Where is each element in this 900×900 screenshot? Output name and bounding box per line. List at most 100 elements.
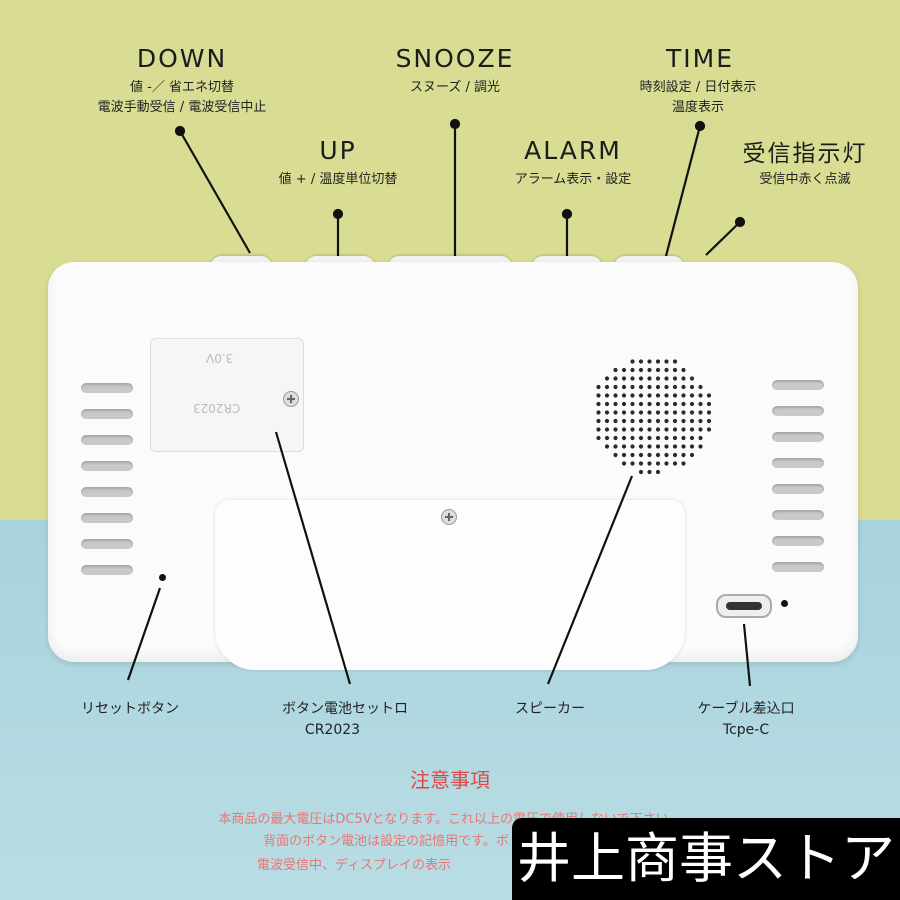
speaker-hole [681,376,686,381]
speaker-hole [647,376,652,381]
speaker-hole [621,376,627,381]
speaker-hole [621,401,627,407]
vent-slot [81,409,133,419]
speaker-hole [706,410,712,415]
battery-leader [274,431,352,685]
snooze-leader-dot [449,118,461,130]
speaker-hole [630,376,635,381]
speaker-hole [613,427,618,432]
speaker-hole [689,444,695,449]
down-desc-1: 値 -／ 省エネ切替 [130,80,234,95]
time-desc-2: 温度表示 [671,100,724,115]
speaker-hole [596,418,601,424]
speaker-hole [621,393,627,398]
speaker-hole [698,435,703,441]
speaker-hole [689,393,695,398]
speaker-hole [672,427,678,432]
speaker-hole [621,410,627,415]
speaker-hole [630,359,635,364]
reset-leader [126,587,162,681]
speaker-hole [647,384,652,390]
speaker-hole [672,376,678,381]
speaker-hole [621,461,627,466]
vent-slot [772,484,824,494]
speaker-hole [647,418,652,424]
speaker-hole [647,461,652,466]
speaker-hole [655,359,661,364]
store-banner: 井上商事ストア [512,818,900,900]
speaker-hole [689,435,695,441]
time-title: TIME [665,44,734,73]
speaker-hole [664,427,669,432]
kickstand [215,500,685,670]
speaker-hole [613,367,618,373]
speaker-hole [647,444,652,449]
speaker-hole [630,461,635,466]
speaker-hole [681,435,686,441]
speaker-hole [604,410,610,415]
speaker-hole [664,367,669,373]
speaker-hole [655,367,661,373]
speaker-hole [681,401,686,407]
speaker-hole [638,461,644,466]
receive-leader-dot [734,216,746,228]
speaker-hole [681,418,686,424]
speaker-hole [647,393,652,398]
speaker-hole [681,427,686,432]
speaker-hole [638,393,644,398]
speaker-hole [621,444,627,449]
speaker-hole [604,376,610,381]
time-leader-dot [694,120,706,132]
speaker-hole [689,401,695,407]
up-desc: 値 + / 温度単位切替 [278,172,398,187]
speaker-hole [698,444,703,449]
speaker-hole [638,418,644,424]
speaker-hole [630,427,635,432]
speaker-hole [647,427,652,432]
speaker-hole [630,367,635,373]
speaker-hole [698,393,703,398]
vent-slot [81,461,133,471]
speaker-hole [596,401,601,407]
speaker-hole [706,418,712,424]
speaker-hole [655,452,661,458]
notice-title: 注意事項 [410,768,490,792]
speaker-hole [664,384,669,390]
speaker-hole [655,444,661,449]
speaker-hole [647,435,652,441]
speaker-hole [613,418,618,424]
speaker-hole [689,376,695,381]
speaker-hole [664,444,669,449]
receive-title: 受信指示灯 [742,141,868,167]
up-title: UP [319,136,357,165]
speaker-hole [672,393,678,398]
vent-slot [772,458,824,468]
battery-model-label: CR2023 [304,722,361,738]
time-desc-1: 時刻設定 / 日付表示 [639,80,757,95]
vent-slot [772,510,824,520]
speaker-hole [672,418,678,424]
speaker-leader [546,475,634,685]
speaker-hole [621,435,627,441]
speaker-hole [655,427,661,432]
speaker-hole [621,367,627,373]
vent-slot [772,432,824,442]
speaker-hole [630,410,635,415]
speaker-hole [689,410,695,415]
speaker-hole [664,359,669,364]
down-desc-2: 電波手動受信 / 電波受信中止 [97,100,267,115]
speaker-hole [604,444,610,449]
speaker-hole [647,452,652,458]
speaker-hole [706,427,712,432]
speaker-hole [647,359,652,364]
speaker-hole [604,435,610,441]
speaker-hole [672,401,678,407]
vent-slot [772,406,824,416]
reset-hole [159,574,166,581]
speaker-hole [604,384,610,390]
speaker-hole [681,452,686,458]
speaker-hole [638,427,644,432]
speaker-hole [630,444,635,449]
speaker-hole [689,452,695,458]
